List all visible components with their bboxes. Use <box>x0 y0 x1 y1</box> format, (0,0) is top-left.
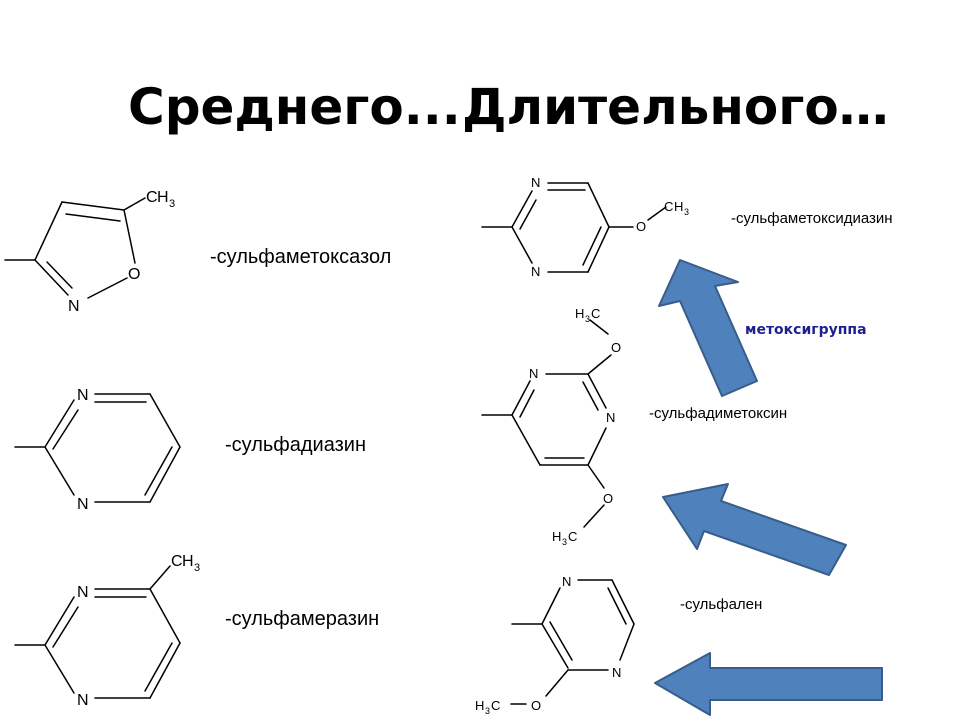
atom-c-ch3-1: C <box>146 189 158 206</box>
label-sulfadimethoxine: -сульфадиметоксин <box>649 405 788 422</box>
atom-h-sdm-top: H <box>575 306 584 321</box>
atom-sub3-ch3-2: 3 <box>194 562 200 574</box>
atom-sub3-ch3-1: 3 <box>169 198 175 210</box>
arrow-left-bottom <box>654 652 883 716</box>
structure-sulfamethoxydiazine <box>481 182 667 273</box>
atom-n-isoxazole: N <box>68 298 80 315</box>
atom-o-isoxazole: O <box>128 266 140 283</box>
title-long: Длительного… <box>462 78 889 136</box>
atom-h-ch3-1: H <box>157 189 169 206</box>
atom-h-sulfalene: H <box>475 698 484 713</box>
atom-n-smd-3: N <box>531 264 540 279</box>
atom-c-smd-ch3: C <box>664 199 673 214</box>
structure-sulfalene <box>510 579 635 705</box>
atom-c-sdm-top: C <box>591 306 600 321</box>
atom-n-sdm-3: N <box>606 410 615 425</box>
atom-n-smd-1: N <box>531 175 540 190</box>
atom-h-ch3-2: H <box>182 553 194 570</box>
atom-sub3-sdm-top: 3 <box>585 314 590 324</box>
structure-sulfamethoxazole <box>4 197 146 299</box>
atom-c-sulfalene: C <box>491 698 500 713</box>
label-sulfadiazine: -сульфадиазин <box>225 434 367 456</box>
title-medium: Среднего... <box>128 78 461 136</box>
atom-n-sulfalene-1: N <box>562 574 571 589</box>
structure-sulfadimethoxine <box>481 319 612 528</box>
atom-o-sdm-bottom: O <box>603 491 613 506</box>
atom-o-sulfalene: O <box>531 698 541 713</box>
structure-sulfamerazine <box>14 565 181 699</box>
arrow-left-middle <box>662 483 847 576</box>
atom-n-sulfadiazine-3: N <box>77 496 89 513</box>
atom-n-sulfamerazine-1: N <box>77 584 89 601</box>
atom-h-smd-ch3: H <box>674 199 683 214</box>
label-sulfamethoxazole: -сульфаметоксазол <box>210 246 392 268</box>
label-sulfalene: -сульфален <box>680 596 763 613</box>
atom-c-ch3-2: C <box>171 553 183 570</box>
atom-sub3-sulfalene: 3 <box>485 706 490 716</box>
arrow-up <box>658 259 758 397</box>
atom-c-sdm-bottom: C <box>568 529 577 544</box>
atom-n-sulfalene-4: N <box>612 665 621 680</box>
atom-n-sdm-1: N <box>529 366 538 381</box>
label-methoxy-group: метоксигруппа <box>745 322 867 338</box>
structure-sulfadiazine <box>14 393 181 503</box>
atom-o-sdm-top: O <box>611 340 621 355</box>
atom-o-smd: O <box>636 219 646 234</box>
atom-h-sdm-bottom: H <box>552 529 561 544</box>
atom-n-sulfadiazine-1: N <box>77 387 89 404</box>
label-sulfamethoxydiazine: -сульфаметоксидиазин <box>731 210 893 227</box>
label-sulfamerazine: -сульфамеразин <box>225 608 380 630</box>
atom-n-sulfamerazine-3: N <box>77 692 89 709</box>
atom-sub3-smd-ch3: 3 <box>684 207 689 217</box>
atom-sub3-sdm-bottom: 3 <box>562 537 567 547</box>
